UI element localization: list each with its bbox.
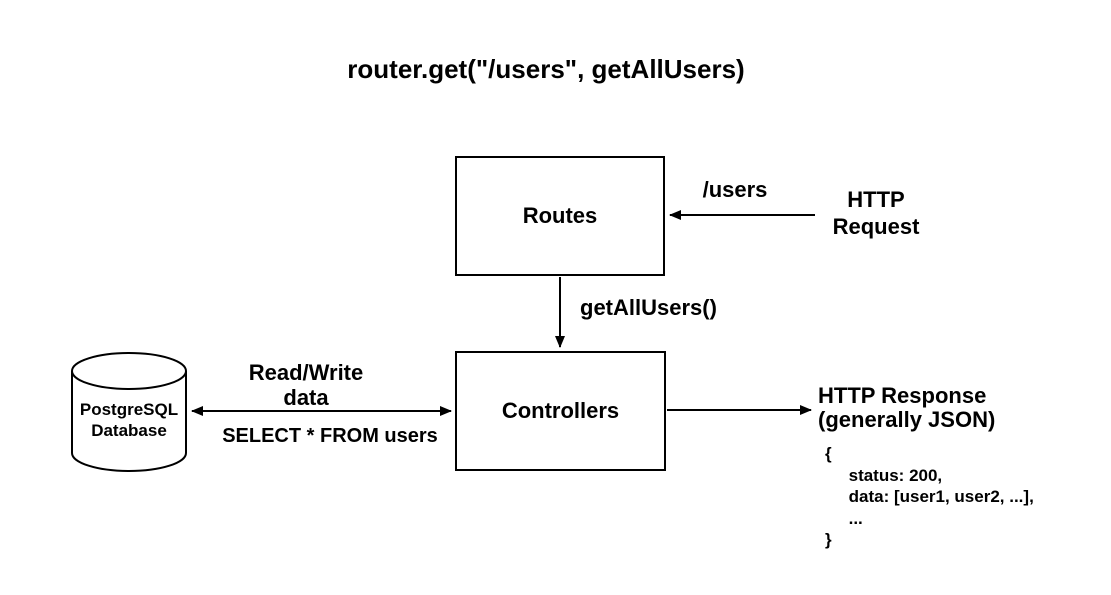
http-request-label: HTTP Request [832, 187, 920, 239]
controllers-node: Controllers [455, 351, 666, 471]
database-cylinder-icon [71, 352, 187, 472]
request-path-label: /users [702, 177, 768, 202]
diagram-title: router.get("/users", getAllUsers) [347, 54, 745, 84]
db-operation-label: Read/Write data [248, 360, 364, 410]
response-body-json: { status: 200, data: [user1, user2, ...]… [825, 444, 1034, 549]
controllers-node-label: Controllers [501, 398, 620, 423]
handler-call-label: getAllUsers() [580, 295, 717, 320]
routes-node-label: Routes [522, 203, 598, 228]
routes-node: Routes [455, 156, 665, 276]
http-response-label: HTTP Response (generally JSON) [818, 383, 996, 432]
database-node-label: PostgreSQL Database [79, 400, 179, 440]
sql-query-label: SELECT * FROM users [222, 425, 438, 447]
